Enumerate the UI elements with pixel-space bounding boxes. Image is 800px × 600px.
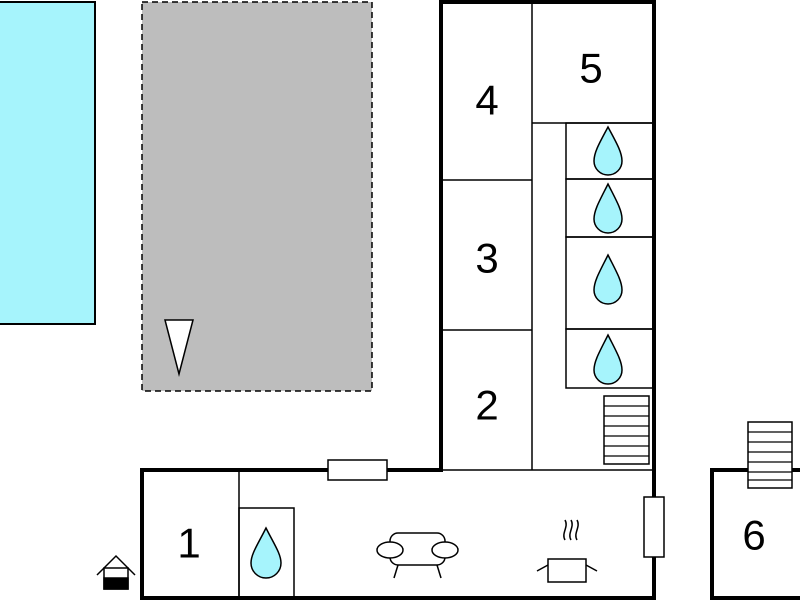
stairs-icon — [747, 421, 793, 489]
water-drop-icon — [250, 526, 282, 579]
room-4-label: 4 — [475, 77, 498, 124]
entrance-house-icon — [96, 554, 136, 590]
room-5-label: 5 — [579, 45, 602, 92]
north-arrow-icon — [164, 319, 194, 377]
bathroom-box — [238, 507, 295, 599]
pool-area — [0, 1, 96, 325]
window-icon — [643, 496, 665, 558]
room-3-label: 3 — [475, 235, 498, 282]
room-6-label: 6 — [742, 512, 765, 559]
cooking-pot-icon — [536, 519, 598, 583]
sofa-icon — [376, 532, 459, 579]
water-drop-icon — [593, 125, 623, 176]
water-drop-icon — [593, 182, 623, 234]
room-1-label: 1 — [177, 520, 200, 567]
room-2-label: 2 — [475, 382, 498, 429]
outbuilding-wall — [710, 468, 800, 600]
water-drop-icon — [593, 333, 623, 385]
bathroom-box — [565, 328, 655, 389]
water-drop-icon — [593, 253, 623, 305]
stairs-icon — [603, 395, 650, 465]
window-icon — [327, 459, 388, 481]
